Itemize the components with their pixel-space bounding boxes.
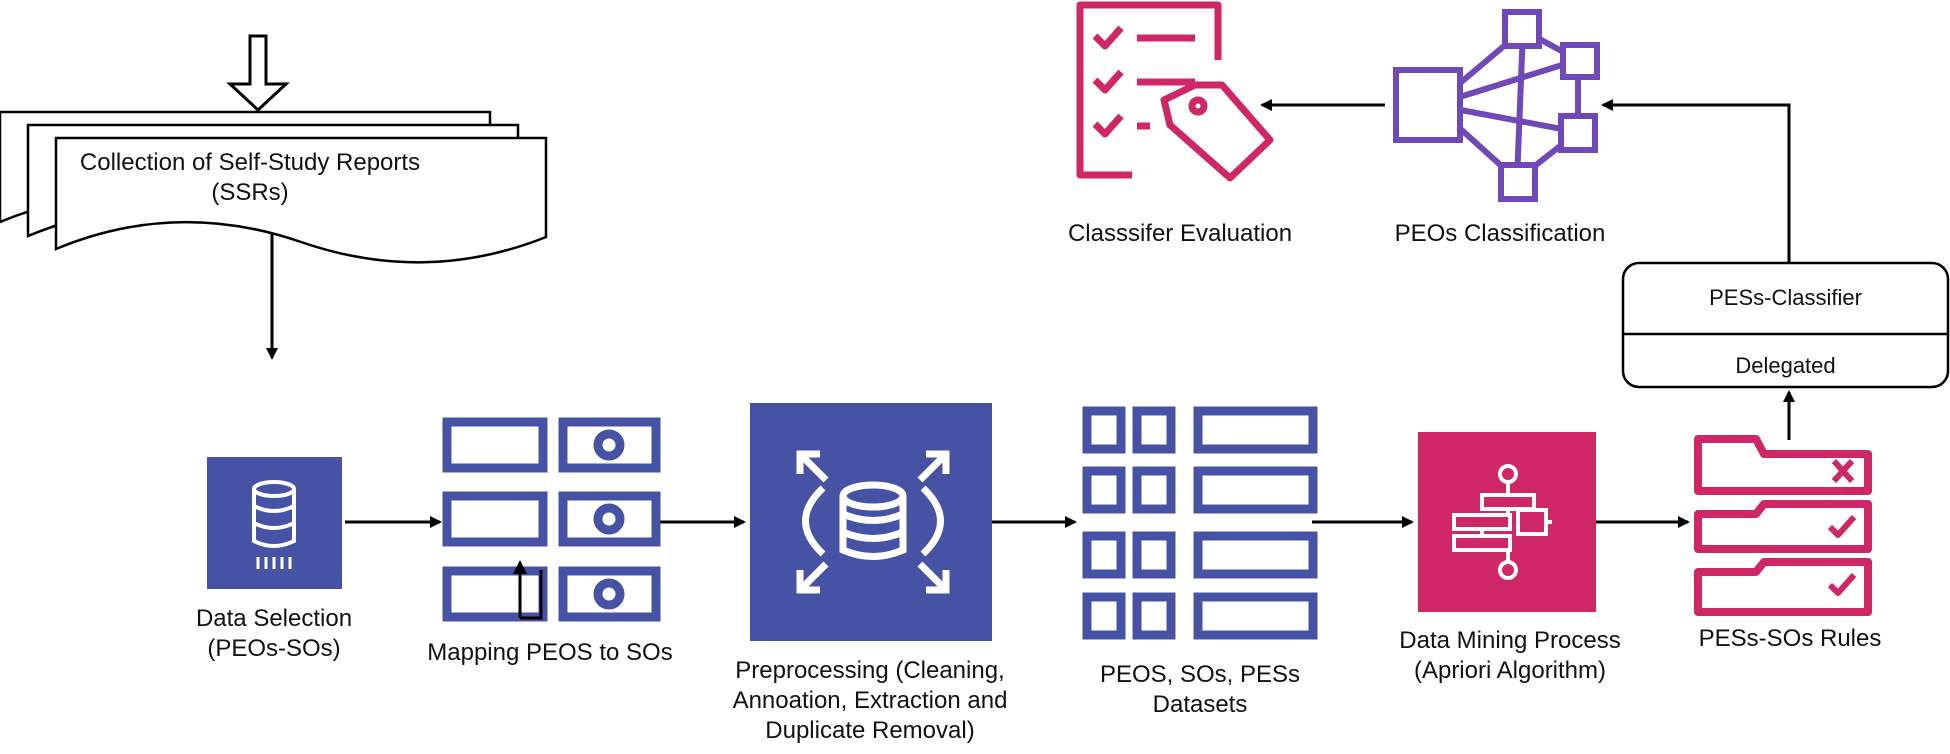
dataset-table-icon	[1082, 406, 1318, 640]
rules-checklist-icon	[1694, 435, 1872, 616]
database-expand-icon	[750, 403, 992, 641]
classifier-title: PESs-Classifier	[1709, 285, 1862, 310]
mapping-link-icon	[518, 570, 543, 620]
mapping-label: Mapping PEOS to SOs	[427, 639, 673, 666]
preprocessing-label: Preprocessing (Cleaning, Annoation, Extr…	[732, 657, 1008, 744]
workflow-icon	[1418, 432, 1596, 612]
connectors	[266, 99, 1795, 528]
data-selection-label: Data Selection (PEOs-SOs)	[195, 605, 353, 662]
peos-classification-label: PEOs Classification	[1394, 220, 1606, 247]
evaluation-label: Classsifer Evaluation	[1067, 220, 1293, 247]
database-icon	[207, 457, 342, 589]
multi-document-icon	[0, 110, 548, 264]
mapping-grid-icon	[442, 417, 661, 622]
checklist-tag-icon	[1076, 1, 1274, 182]
rules-label: PESs-SOs Rules	[1698, 625, 1882, 652]
input-arrow-icon	[226, 34, 290, 113]
network-icon	[1393, 9, 1600, 202]
classifier-box	[1621, 261, 1950, 389]
ssr-collection-label: Collection of Self-Study Reports (SSRs)	[79, 149, 421, 206]
classifier-subtitle: Delegated	[1735, 353, 1836, 378]
arrow-classifier-to-classification	[1601, 99, 1791, 262]
data-mining-label: Data Mining Process (Apriori Algorithm)	[1399, 627, 1621, 684]
datasets-label: PEOS, SOs, PESs Datasets	[1099, 661, 1301, 718]
